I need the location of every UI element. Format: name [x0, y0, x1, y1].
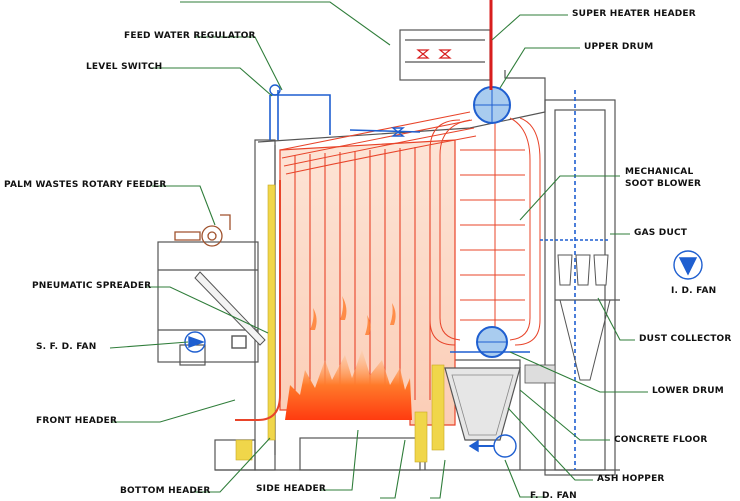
furnace-flame: [285, 350, 412, 420]
sfd-fan-icon: [184, 331, 247, 353]
label-soot-blower: SOOT BLOWER: [625, 179, 702, 189]
label-id-fan: I. D. FAN: [671, 286, 717, 296]
spreader-chute-icon: [194, 271, 266, 346]
label-level-switch: LEVEL SWITCH: [86, 62, 163, 72]
label-super-heater-header: SUPER HEATER HEADER: [572, 9, 696, 19]
label-front-header: FRONT HEADER: [36, 416, 118, 426]
fd-fan-icon: [468, 434, 517, 458]
label-side-header: SIDE HEADER: [256, 484, 326, 494]
label-ash-hopper: ASH HOPPER: [597, 474, 665, 484]
leader-lines: [109, 1, 648, 499]
cyclone-icon: [557, 254, 611, 381]
lower-drum-icon: [476, 326, 508, 358]
label-gas-duct: GAS DUCT: [634, 228, 688, 238]
rotary-feeder-icon: [174, 214, 231, 247]
ash-hopper-shape: [444, 367, 521, 441]
label-mechanical: MECHANICAL: [625, 167, 694, 177]
flame-tongues: [310, 296, 396, 335]
front-tube-bend: [235, 180, 281, 421]
label-bottom-header: BOTTOM HEADER: [120, 486, 211, 496]
label-palm-wastes-rotary-feeder: PALM WASTES ROTARY FEEDER: [4, 180, 167, 190]
label-upper-drum: UPPER DRUM: [584, 42, 654, 52]
label-fd-fan: F. D. FAN: [530, 491, 577, 501]
id-fan-icon: [673, 250, 703, 280]
concrete-block: [524, 364, 556, 384]
label-dust-collector: DUST COLLECTOR: [639, 334, 732, 344]
label-concrete-floor: CONCRETE FLOOR: [614, 435, 708, 445]
valve-icon: [416, 49, 452, 59]
label-lower-drum: LOWER DRUM: [652, 386, 724, 396]
convection-bank: [429, 110, 541, 346]
label-pneumatic-spreader: PNEUMATIC SPREADER: [32, 281, 152, 291]
refractory: [235, 184, 445, 463]
label-sfd-fan: S. F. D. FAN: [36, 342, 97, 352]
blue-valve-icon: [269, 84, 405, 137]
blue-pipes: [269, 90, 610, 470]
boiler-casing: [157, 29, 620, 476]
upper-drum-icon: [473, 86, 511, 124]
label-feed-water-regulator: FEED WATER REGULATOR: [124, 31, 256, 41]
